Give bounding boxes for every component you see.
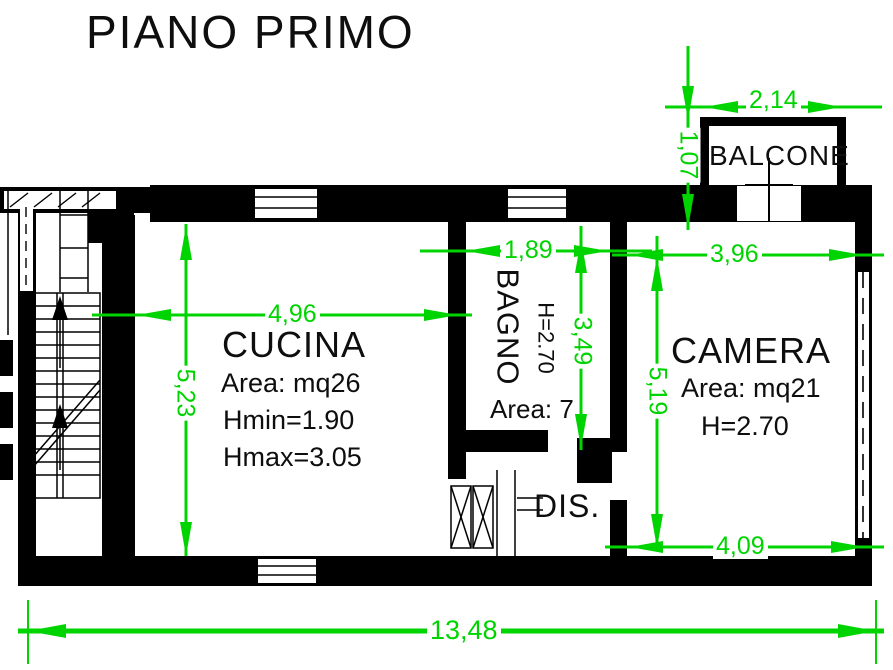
room-label-balcone: BALCONE: [709, 140, 850, 171]
window-cucina-bottom: [258, 559, 316, 583]
bagno-camera-wall: [610, 222, 627, 452]
camera-area: Area: mq21: [681, 373, 821, 403]
balcony-left-wall: [700, 117, 709, 187]
dim-value-camera-width-bottom: 4,09: [713, 534, 768, 559]
cucina-hmax: Hmax=3.05: [223, 442, 362, 472]
window-cucina-top: [255, 189, 317, 218]
dim-value-balcone-depth: 1,07: [675, 127, 703, 183]
dim-value-cucina-depth: 5,23: [172, 365, 200, 421]
room-label-bagno: BAGNO: [490, 268, 526, 386]
balcony-top-wall: [700, 117, 846, 126]
stair-break-line: [19, 389, 101, 483]
balcony-right-wall: [837, 117, 846, 187]
dim-value-bagno-width: 1,89: [501, 238, 556, 263]
page-title: PIANO PRIMO: [86, 6, 415, 58]
stair-cucina-wall: [102, 215, 135, 556]
windows: [4, 158, 869, 583]
bagno-height: H=2.70: [533, 302, 559, 374]
bagno-area: Area: 7: [490, 394, 574, 424]
cucina-hmin: Hmin=1.90: [223, 405, 355, 435]
dim-value-balcone-width: 2,14: [746, 88, 801, 113]
stair-break-line: [19, 379, 101, 473]
window-bagno-top: [508, 189, 566, 218]
bottom-wall: [18, 556, 872, 586]
cucina-bagno-wall: [448, 222, 466, 479]
dim-value-camera-width: 3,96: [707, 242, 762, 267]
dis-door: [450, 470, 543, 556]
left-edge-block: [0, 444, 13, 480]
room-label-dis: DIS.: [534, 488, 601, 524]
stair-up-arrow: [52, 296, 68, 320]
left-edge-block: [0, 340, 13, 376]
dim-value-camera-depth: 5,19: [644, 363, 672, 419]
bagno-corner-wall: [577, 438, 612, 483]
left-edge-block: [0, 392, 13, 428]
dim-value-cucina-width: 4,96: [265, 302, 320, 327]
bagno-bottom-wall: [448, 430, 548, 452]
room-label-camera: CAMERA: [671, 330, 832, 371]
staircase: [7, 187, 101, 499]
dim-value-total-width: 13,48: [427, 617, 501, 644]
stair-up-arrow: [52, 404, 68, 428]
cucina-area: Area: mq26: [221, 368, 361, 398]
camera-dis-wall: [610, 500, 627, 558]
room-label-cucina: CUCINA: [222, 324, 367, 365]
camera-height: H=2.70: [701, 411, 789, 441]
dim-value-bagno-depth: 3,49: [569, 313, 597, 369]
